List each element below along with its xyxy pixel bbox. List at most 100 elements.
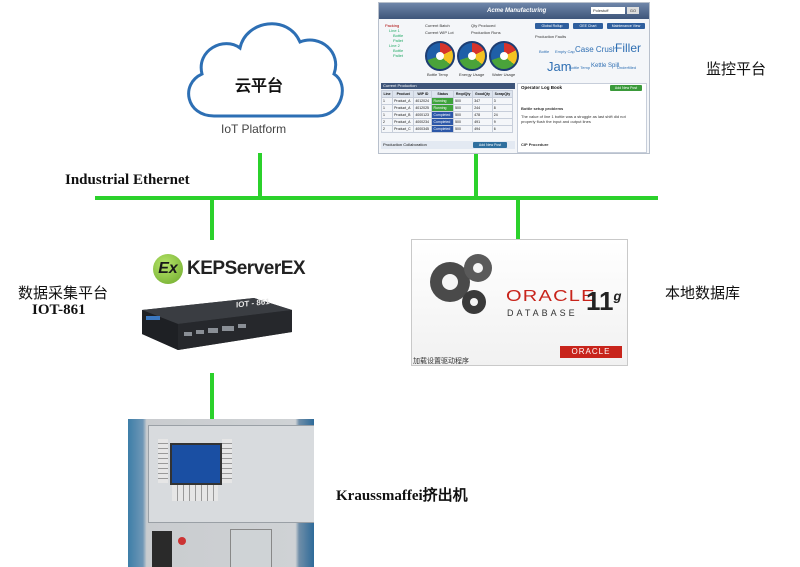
table-cell: 4000234 [413, 118, 433, 126]
table-cell: Completed [431, 118, 455, 126]
monitor-dashboard: Acme Manufacturing Polestuff GO Packing … [378, 2, 650, 154]
table-cell: 2 [380, 125, 394, 133]
fault-word: Jam [547, 59, 572, 74]
table-cell: Product_A [392, 118, 415, 126]
table-cell: 478 [472, 111, 493, 119]
tree-item[interactable]: Pallet [393, 38, 404, 43]
collector-link [210, 198, 214, 240]
tree-item[interactable]: Line 1 [389, 28, 400, 33]
hmi-screen [170, 443, 222, 485]
go-button[interactable]: GO [627, 7, 639, 14]
collector-label: 数据采集平台 [18, 286, 109, 302]
oracle-brand: ORACLE [506, 288, 596, 305]
table-cell: Product_B [392, 111, 415, 119]
table-cell: 2 [380, 118, 394, 126]
table-cell: 500 [453, 104, 474, 112]
table-cell: 3 [491, 97, 514, 105]
table-cell: 1 [380, 104, 394, 112]
table-header: ScrapQty [491, 90, 514, 98]
fault-word: Kettle Spill [591, 63, 620, 69]
table-header: ReqdQty [453, 90, 474, 98]
oee-chart-button[interactable]: OEE Chart [573, 23, 603, 29]
table-cell: 500 [453, 125, 474, 133]
table-cell: Running [431, 97, 455, 105]
network-label: Industrial Ethernet [65, 172, 190, 188]
gauge-bottle-temp [425, 41, 455, 71]
global-rollup-button[interactable]: Global Rollup [535, 23, 569, 29]
gauge-label: Water Usage [492, 72, 516, 77]
gauge-label: Bottle Temp [427, 72, 449, 77]
table-cell: 244 [472, 104, 493, 112]
ethernet-bus [95, 196, 658, 200]
oracle-version-suffix: g [613, 288, 622, 304]
table-cell: 4000123 [413, 111, 433, 119]
database-label: 本地数据库 [665, 286, 741, 302]
tree-item[interactable]: Pallet [393, 53, 404, 58]
device-model: IOT - 861 [236, 297, 270, 310]
tree-item[interactable]: Line 2 [389, 43, 400, 48]
gauge-label: Energy Usage [459, 72, 485, 77]
collector-model: IOT-861 [32, 302, 86, 318]
table-cell: 347 [472, 97, 493, 105]
database-link [516, 198, 520, 240]
cloud-link [258, 153, 262, 198]
table-cell: Completed [431, 125, 455, 133]
table-cell: Running [431, 104, 455, 112]
gauge-water-usage [489, 41, 519, 71]
table-cell: Completed [431, 111, 455, 119]
maintenance-view-button[interactable]: Maintenance View [607, 23, 645, 29]
cloud-icon [187, 22, 344, 118]
table-header: Line [380, 90, 394, 98]
info-label: Current Batch [425, 23, 450, 28]
extruder-label: Kraussmaffei挤出机 [336, 488, 468, 504]
tree-item[interactable]: Bottle [393, 33, 404, 38]
table-cell: 491 [472, 118, 493, 126]
monitor-label: 监控平台 [706, 62, 767, 78]
oracle-status: 加载设置驱动程序 [413, 357, 469, 365]
info-label: Current WIP Lot [425, 30, 454, 35]
table-header: Status [431, 90, 455, 98]
kepserver-name: KEPServerEX [187, 258, 306, 279]
tree-item[interactable]: Packing [385, 23, 400, 28]
gears-icon [430, 254, 492, 314]
site-select[interactable]: Polestuff [591, 7, 625, 14]
table-cell: 9 [491, 118, 514, 126]
log-entry: The value of line 1 bottle was a struggl… [521, 114, 626, 124]
oracle-version: 11g [586, 286, 621, 317]
table-cell: 500 [453, 97, 474, 105]
cloud-subtitle: IoT Platform [221, 122, 287, 136]
log-entry: CIP Procedure [521, 142, 549, 147]
table-header: Product [392, 90, 415, 98]
gauge-energy-usage [457, 41, 487, 71]
table-cell: 4000345 [413, 125, 433, 133]
extruder-link [210, 373, 214, 419]
table-cell: Product_C [392, 125, 415, 133]
table-cell: 4012025 [413, 104, 433, 112]
oracle-footer-logo: ORACLE [560, 346, 622, 358]
monitor-link [474, 148, 478, 198]
add-post-button[interactable]: Add New Post [473, 142, 507, 148]
table-cell: 4012024 [413, 97, 433, 105]
fault-word: Bottle [539, 49, 550, 54]
collab-title: Production Collaboration [383, 142, 427, 147]
table-header: WIP ID [413, 90, 433, 98]
collab-bar: Production Collaboration Add New Post [381, 141, 515, 149]
iot-gateway-device: IOT - 861 [142, 297, 292, 350]
table-header: GoodQty [472, 90, 493, 98]
dashboard-header: Acme Manufacturing Polestuff GO [379, 3, 649, 19]
kepserver-logo: Ex KEPServerEX [153, 254, 306, 284]
add-log-button[interactable]: Add New Post [610, 85, 642, 91]
tree-item[interactable]: Bottle [393, 48, 404, 53]
table-cell: 24 [491, 111, 514, 119]
fault-word: Bottle Temp [569, 65, 591, 70]
cloud-title: 云平台 [235, 76, 284, 95]
table-cell: 1 [380, 111, 394, 119]
log-entry: Bottle setup problems [521, 106, 564, 111]
table-title: Current Production [381, 83, 515, 89]
